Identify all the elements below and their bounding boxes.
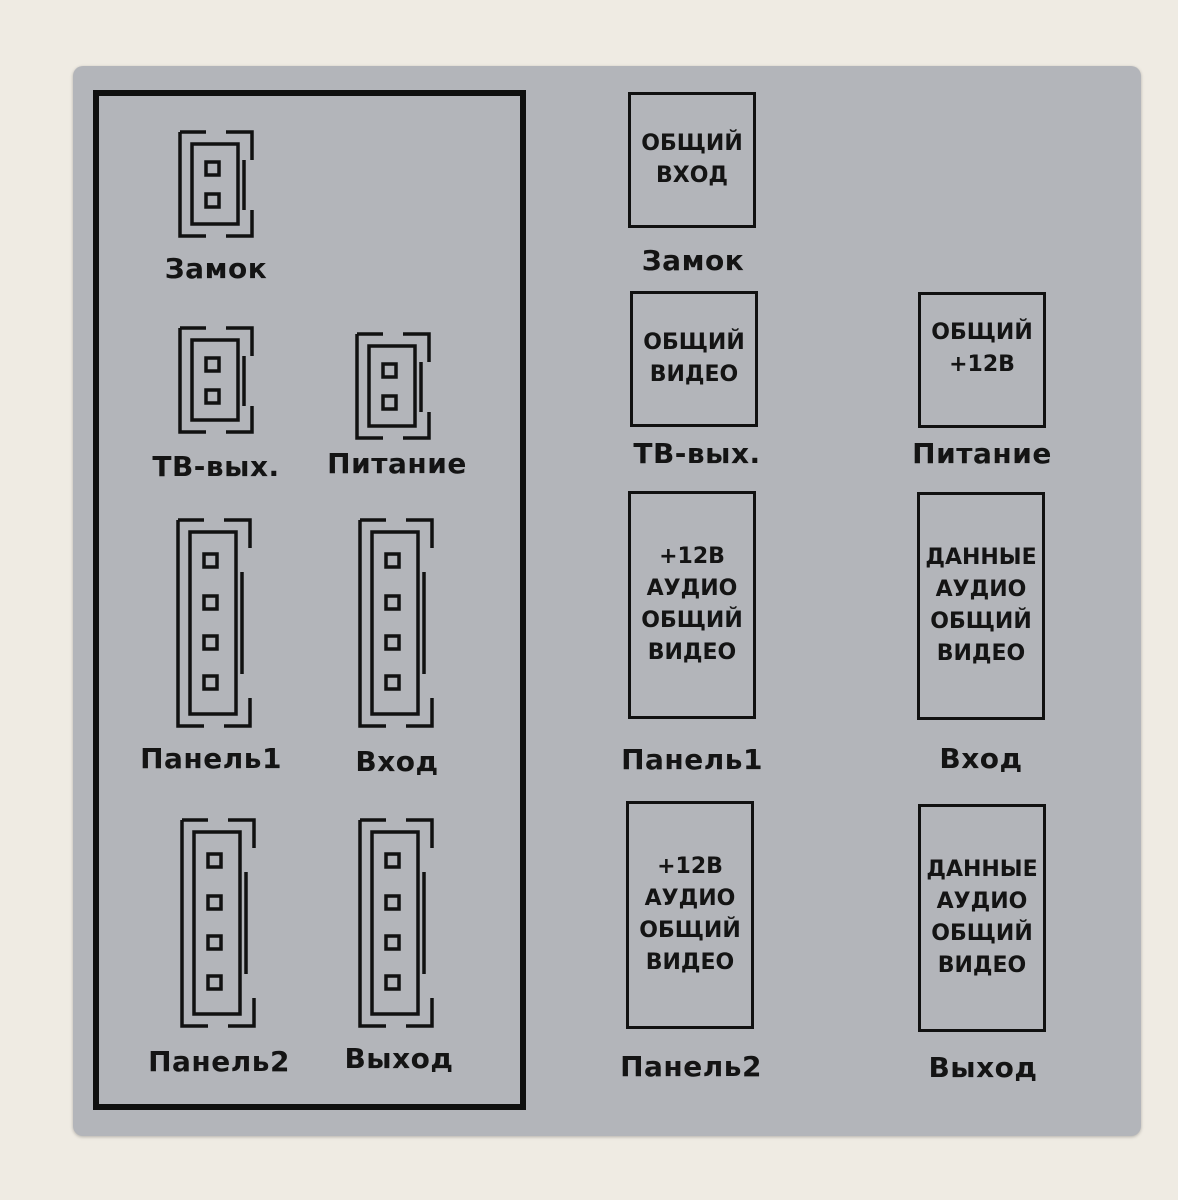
- tv-out-2pin-connector-icon: [178, 326, 254, 434]
- output-pin-box: ДАННЫЕ АУДИО ОБЩИЙ ВИДЕО: [918, 804, 1046, 1032]
- left-label-panel1: Панель1: [140, 742, 282, 775]
- pin-line: ВИДЕО: [937, 953, 1027, 978]
- right-label-power: Питание: [912, 437, 1052, 470]
- pin-line: ВИДЕО: [647, 640, 737, 665]
- left-label-panel2: Панель2: [148, 1045, 290, 1078]
- input-pin-box: ДАННЫЕ АУДИО ОБЩИЙ ВИДЕО: [917, 492, 1045, 720]
- left-label-tv-out: ТВ-вых.: [152, 450, 280, 483]
- panel2-pin-box: +12В АУДИО ОБЩИЙ ВИДЕО: [626, 801, 754, 1029]
- pin-line: АУДИО: [935, 577, 1027, 602]
- pin-line: ВИДЕО: [649, 362, 739, 387]
- pin-line: АУДИО: [936, 889, 1028, 914]
- panel2-4pin-connector-icon: [180, 818, 256, 1028]
- pin-line: ВИДЕО: [645, 950, 735, 975]
- pin-line: ОБЩИЙ: [641, 608, 743, 633]
- output-4pin-connector-icon: [358, 818, 434, 1028]
- lock-pin-box: ОБЩИЙ ВХОД: [628, 92, 756, 228]
- right-label-panel2: Панель2: [620, 1050, 762, 1083]
- pin-line: ОБЩИЙ: [930, 609, 1032, 634]
- left-label-output: Выход: [344, 1042, 454, 1075]
- pin-line: ОБЩИЙ: [641, 131, 743, 156]
- pin-line: ВИДЕО: [936, 641, 1026, 666]
- pin-line: +12В: [949, 352, 1015, 377]
- pin-line: ДАННЫЕ: [926, 857, 1038, 882]
- left-label-lock: Замок: [164, 252, 268, 285]
- left-label-input: Вход: [355, 745, 439, 778]
- power-2pin-connector-icon: [355, 332, 431, 440]
- lock-2pin-connector-icon: [178, 130, 254, 238]
- right-label-tv-out: ТВ-вых.: [633, 437, 761, 470]
- pin-line: ОБЩИЙ: [931, 320, 1033, 345]
- pin-line: ВХОД: [655, 163, 729, 188]
- input-4pin-connector-icon: [358, 518, 434, 728]
- right-label-input: Вход: [939, 742, 1023, 775]
- pin-line: ОБЩИЙ: [643, 330, 745, 355]
- left-label-power: Питание: [327, 447, 467, 480]
- right-label-lock: Замок: [641, 244, 745, 277]
- pin-line: +12В: [659, 544, 725, 569]
- tv-out-pin-box: ОБЩИЙ ВИДЕО: [630, 291, 758, 427]
- panel1-pin-box: +12В АУДИО ОБЩИЙ ВИДЕО: [628, 491, 756, 719]
- pin-line: ДАННЫЕ: [925, 545, 1037, 570]
- right-label-output: Выход: [928, 1051, 1038, 1084]
- panel1-4pin-connector-icon: [176, 518, 252, 728]
- label-sticker: [73, 66, 1141, 1136]
- pin-line: +12В: [657, 854, 723, 879]
- pin-line: АУДИО: [644, 886, 736, 911]
- right-label-panel1: Панель1: [621, 743, 763, 776]
- pin-line: АУДИО: [646, 576, 738, 601]
- pin-line: ОБЩИЙ: [931, 921, 1033, 946]
- connector-group-frame: [93, 90, 526, 1110]
- pin-line: ОБЩИЙ: [639, 918, 741, 943]
- power-pin-box: ОБЩИЙ +12В: [918, 292, 1046, 428]
